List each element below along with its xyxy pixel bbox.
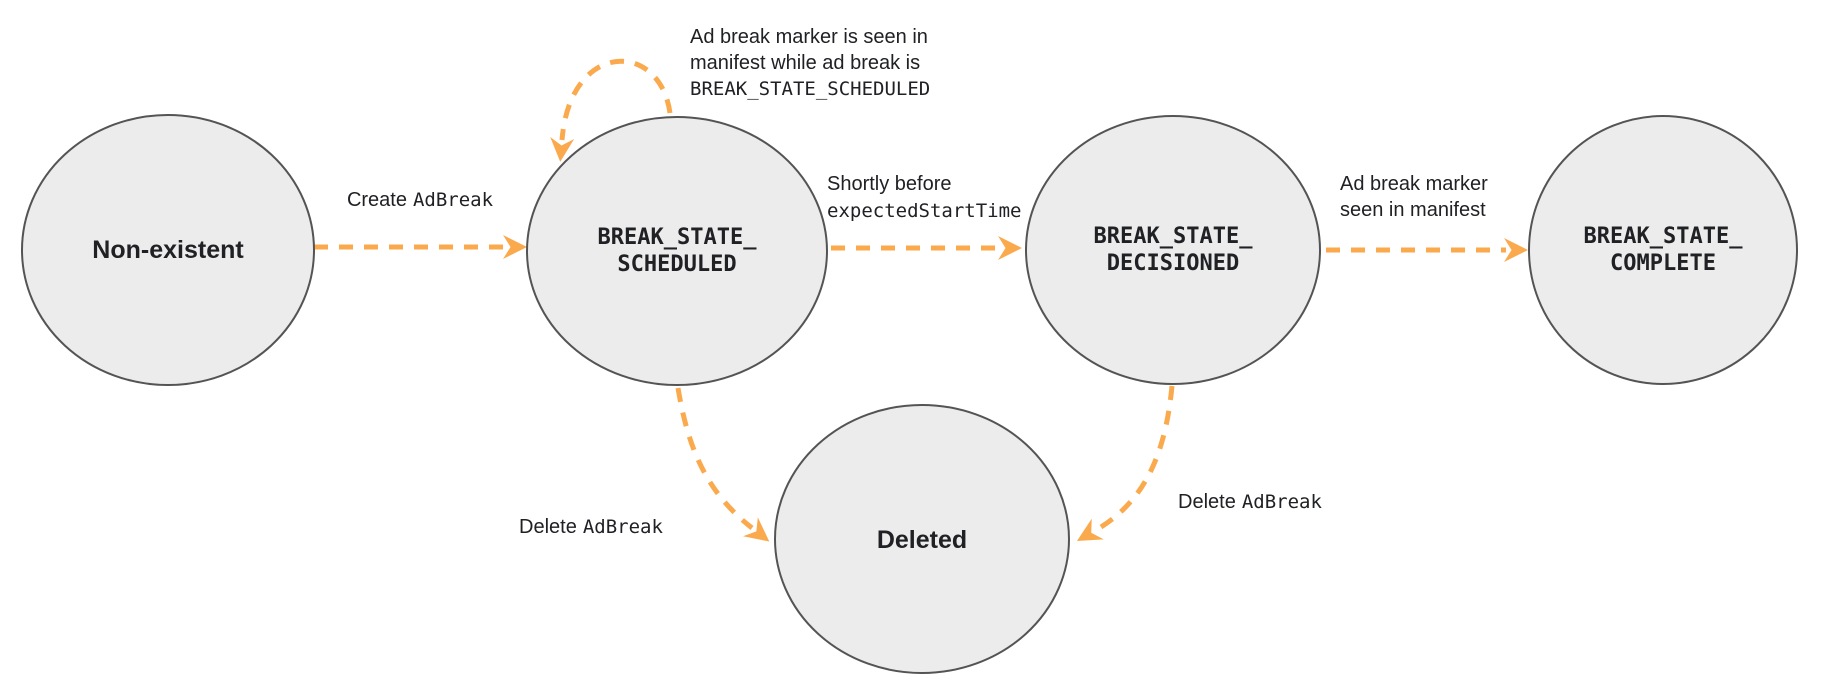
edge-self-loop-scheduled xyxy=(550,58,673,162)
edge-label-create-adbreak: Create AdBreak xyxy=(347,189,494,211)
node-break-state-complete: BREAK_STATE_ COMPLETE xyxy=(1528,115,1798,385)
edge-label-marker-seen-line1: Ad break marker xyxy=(1340,173,1488,195)
edge-label-expected-start-time: expectedStartTime xyxy=(827,200,1021,222)
edge-label-shortly-before: Shortly before xyxy=(827,173,952,195)
node-break-state-scheduled: BREAK_STATE_ SCHEDULED xyxy=(526,116,828,386)
edge-label-self-loop-line3: BREAK_STATE_SCHEDULED xyxy=(690,78,930,100)
node-deleted-label: Deleted xyxy=(877,526,967,554)
node-non-existent-label: Non-existent xyxy=(92,236,244,264)
edge-label-delete-left-text: Delete xyxy=(519,516,577,538)
node-decisioned-label-line1: BREAK_STATE_ xyxy=(1094,224,1254,249)
node-complete-label-line1: BREAK_STATE_ xyxy=(1584,224,1744,249)
node-deleted-circle xyxy=(774,404,1070,674)
node-scheduled-label-line1: BREAK_STATE_ xyxy=(598,225,758,250)
edge-label-self-loop-line2: manifest while ad break is xyxy=(690,52,920,74)
edge-label-delete-right-text: Delete xyxy=(1178,491,1236,513)
node-break-state-decisioned: BREAK_STATE_ DECISIONED xyxy=(1025,115,1321,385)
edge-label-marker-seen-line2: seen in manifest xyxy=(1340,199,1486,221)
edge-label-delete-left-code: AdBreak xyxy=(583,516,664,538)
node-decisioned-circle xyxy=(1025,115,1321,385)
edge-label-delete-adbreak-left: Delete AdBreak xyxy=(519,516,663,538)
node-non-existent: Non-existent xyxy=(21,114,315,386)
edge-label-create-code: AdBreak xyxy=(413,189,494,211)
node-scheduled-circle xyxy=(526,116,828,386)
edge-label-self-loop-line1: Ad break marker is seen in xyxy=(690,26,928,48)
node-complete-label-line2: COMPLETE xyxy=(1610,251,1716,276)
edge-label-delete-adbreak-right: Delete AdBreak xyxy=(1178,491,1322,513)
node-scheduled-label-line2: SCHEDULED xyxy=(617,252,736,277)
edge-scheduled-to-deleted xyxy=(675,387,770,542)
edge-decisioned-to-deleted xyxy=(1076,385,1175,542)
edges xyxy=(314,58,1528,542)
node-decisioned-label-line2: DECISIONED xyxy=(1107,251,1239,276)
edge-label-create-text: Create xyxy=(347,189,407,211)
node-deleted: Deleted xyxy=(774,404,1070,674)
node-non-existent-circle xyxy=(21,114,315,386)
edge-label-delete-right-code: AdBreak xyxy=(1242,491,1323,513)
node-complete-circle xyxy=(1528,115,1798,385)
